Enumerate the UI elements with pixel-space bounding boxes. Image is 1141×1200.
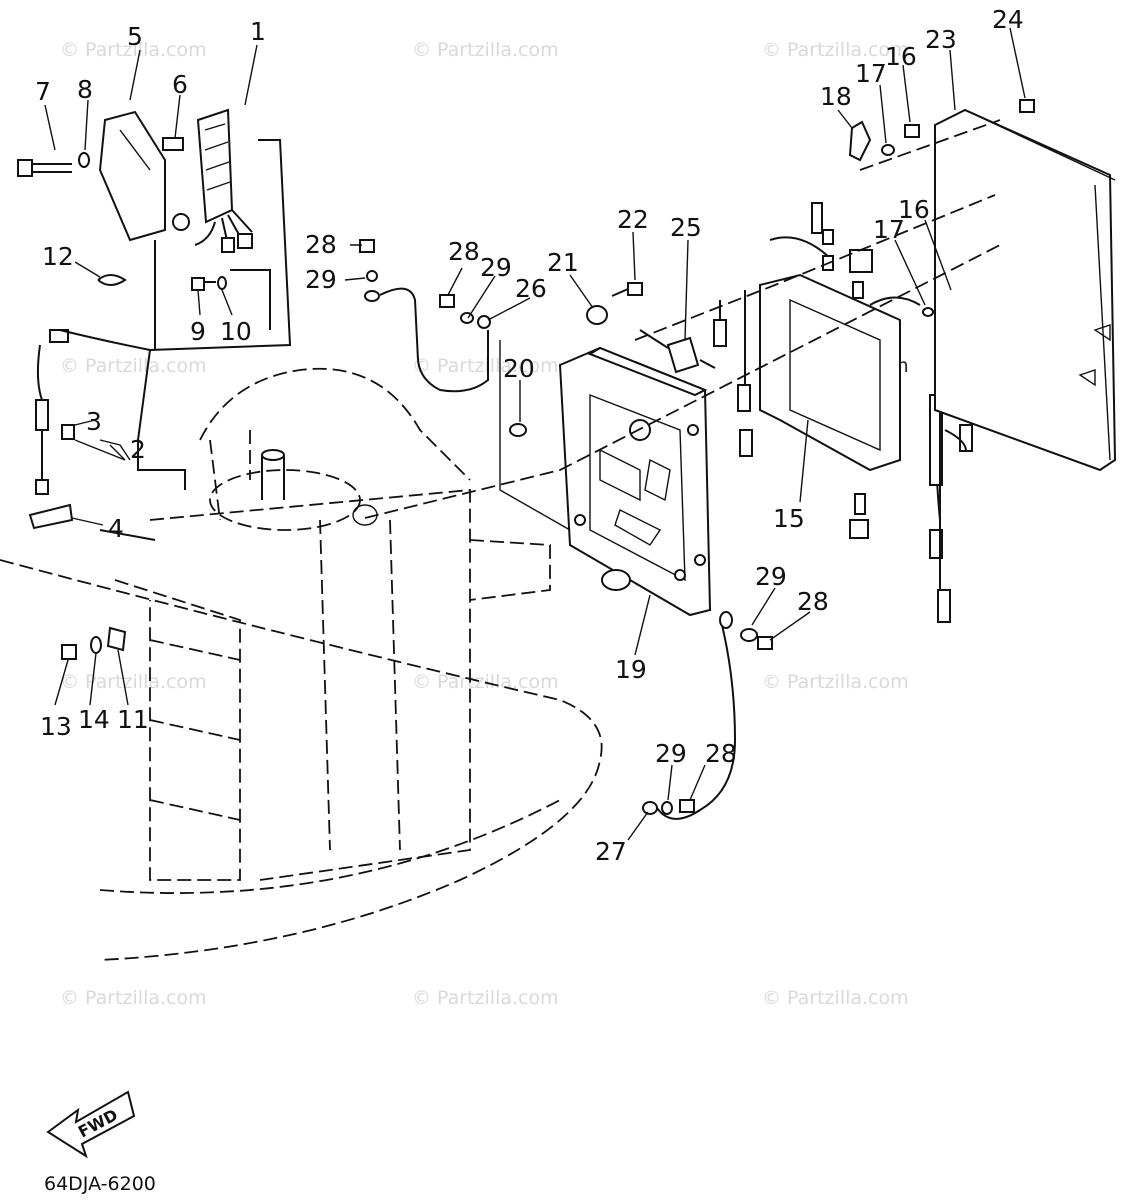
watermark: © Partzilla.com — [60, 39, 207, 61]
callout-14: 14 — [78, 705, 110, 734]
bolt-13-washer-14-clamp-11 — [61, 626, 127, 660]
fwd-arrow: FWD — [46, 1090, 136, 1159]
callout-28: 28 — [797, 587, 829, 616]
plug-leads — [811, 202, 988, 623]
callout-29: 29 — [655, 739, 687, 768]
callout-23: 23 — [925, 25, 957, 54]
ground-lead-lower — [642, 611, 773, 820]
watermark: © Partzilla.com — [60, 355, 207, 377]
watermark: © Partzilla.com — [60, 671, 207, 693]
grommet-21 — [586, 305, 608, 325]
callout-16: 16 — [885, 42, 917, 71]
watermark: © Partzilla.com — [412, 987, 559, 1009]
coil-cover — [98, 110, 166, 242]
bracket-18 — [848, 120, 920, 162]
callout-11: 11 — [117, 705, 149, 734]
watermark: © Partzilla.com — [762, 987, 909, 1009]
callout-15: 15 — [773, 504, 805, 533]
ignition-coil-assembly — [172, 108, 253, 253]
switch-25 — [639, 329, 716, 374]
callout-24: 24 — [992, 5, 1024, 34]
callout-numbers: 1 2 3 4 5 6 7 8 9 10 11 12 13 14 15 16 1… — [35, 5, 1024, 866]
diagram-code: 64DJA-6200 — [44, 1173, 156, 1195]
cdi-unit — [713, 236, 921, 472]
callout-9: 9 — [190, 317, 206, 346]
watermark: © Partzilla.com — [60, 987, 207, 1009]
clamp-12 — [97, 274, 127, 286]
bolt-22 — [611, 282, 643, 297]
callout-6: 6 — [172, 70, 188, 99]
callout-leaders — [44, 27, 1026, 841]
callout-13: 13 — [40, 712, 72, 741]
alignment-lines — [364, 119, 1001, 519]
bolt-9-washer-10 — [191, 276, 227, 291]
callout-29: 29 — [480, 253, 512, 282]
callout-25: 25 — [670, 213, 702, 242]
callout-1: 1 — [250, 17, 266, 46]
callout-18: 18 — [820, 82, 852, 111]
callout-27: 27 — [595, 837, 627, 866]
callout-17: 17 — [873, 215, 905, 244]
leader-lines-left — [59, 139, 292, 541]
callout-29: 29 — [755, 562, 787, 591]
cdi-mounting-bracket — [499, 340, 712, 617]
callout-7: 7 — [35, 77, 51, 106]
callout-28: 28 — [305, 230, 337, 259]
callout-8: 8 — [77, 75, 93, 104]
callout-4: 4 — [108, 514, 124, 543]
bolt-7 — [17, 159, 72, 177]
callout-2: 2 — [130, 435, 146, 464]
callout-3: 3 — [86, 407, 102, 436]
washer-8 — [78, 152, 90, 168]
engine-block-outline — [0, 367, 603, 961]
callout-16: 16 — [898, 195, 930, 224]
watermark: © Partzilla.com — [412, 39, 559, 61]
ground-lead-upper — [359, 239, 491, 393]
crankshaft-top — [261, 449, 378, 526]
screw-24 — [1019, 99, 1035, 113]
collar-6 — [162, 137, 184, 151]
callout-17: 17 — [855, 59, 887, 88]
callout-22: 22 — [617, 205, 649, 234]
callout-5: 5 — [127, 22, 143, 51]
callout-26: 26 — [515, 274, 547, 303]
grommet-20 — [509, 423, 527, 437]
callout-12: 12 — [42, 242, 74, 271]
watermark-layer: © Partzilla.com © Partzilla.com © Partzi… — [60, 39, 909, 1009]
callout-21: 21 — [547, 248, 579, 277]
watermark: © Partzilla.com — [412, 355, 559, 377]
watermark: © Partzilla.com — [762, 39, 909, 61]
watermark: © Partzilla.com — [762, 671, 909, 693]
electrical-cover-23 — [934, 108, 1117, 472]
callout-20: 20 — [503, 354, 535, 383]
callout-28: 28 — [448, 237, 480, 266]
callout-29: 29 — [305, 265, 337, 294]
callout-28: 28 — [705, 739, 737, 768]
bracket-4 — [28, 503, 74, 530]
callout-19: 19 — [615, 655, 647, 684]
sensor-2 — [35, 329, 75, 495]
callout-10: 10 — [220, 317, 252, 346]
